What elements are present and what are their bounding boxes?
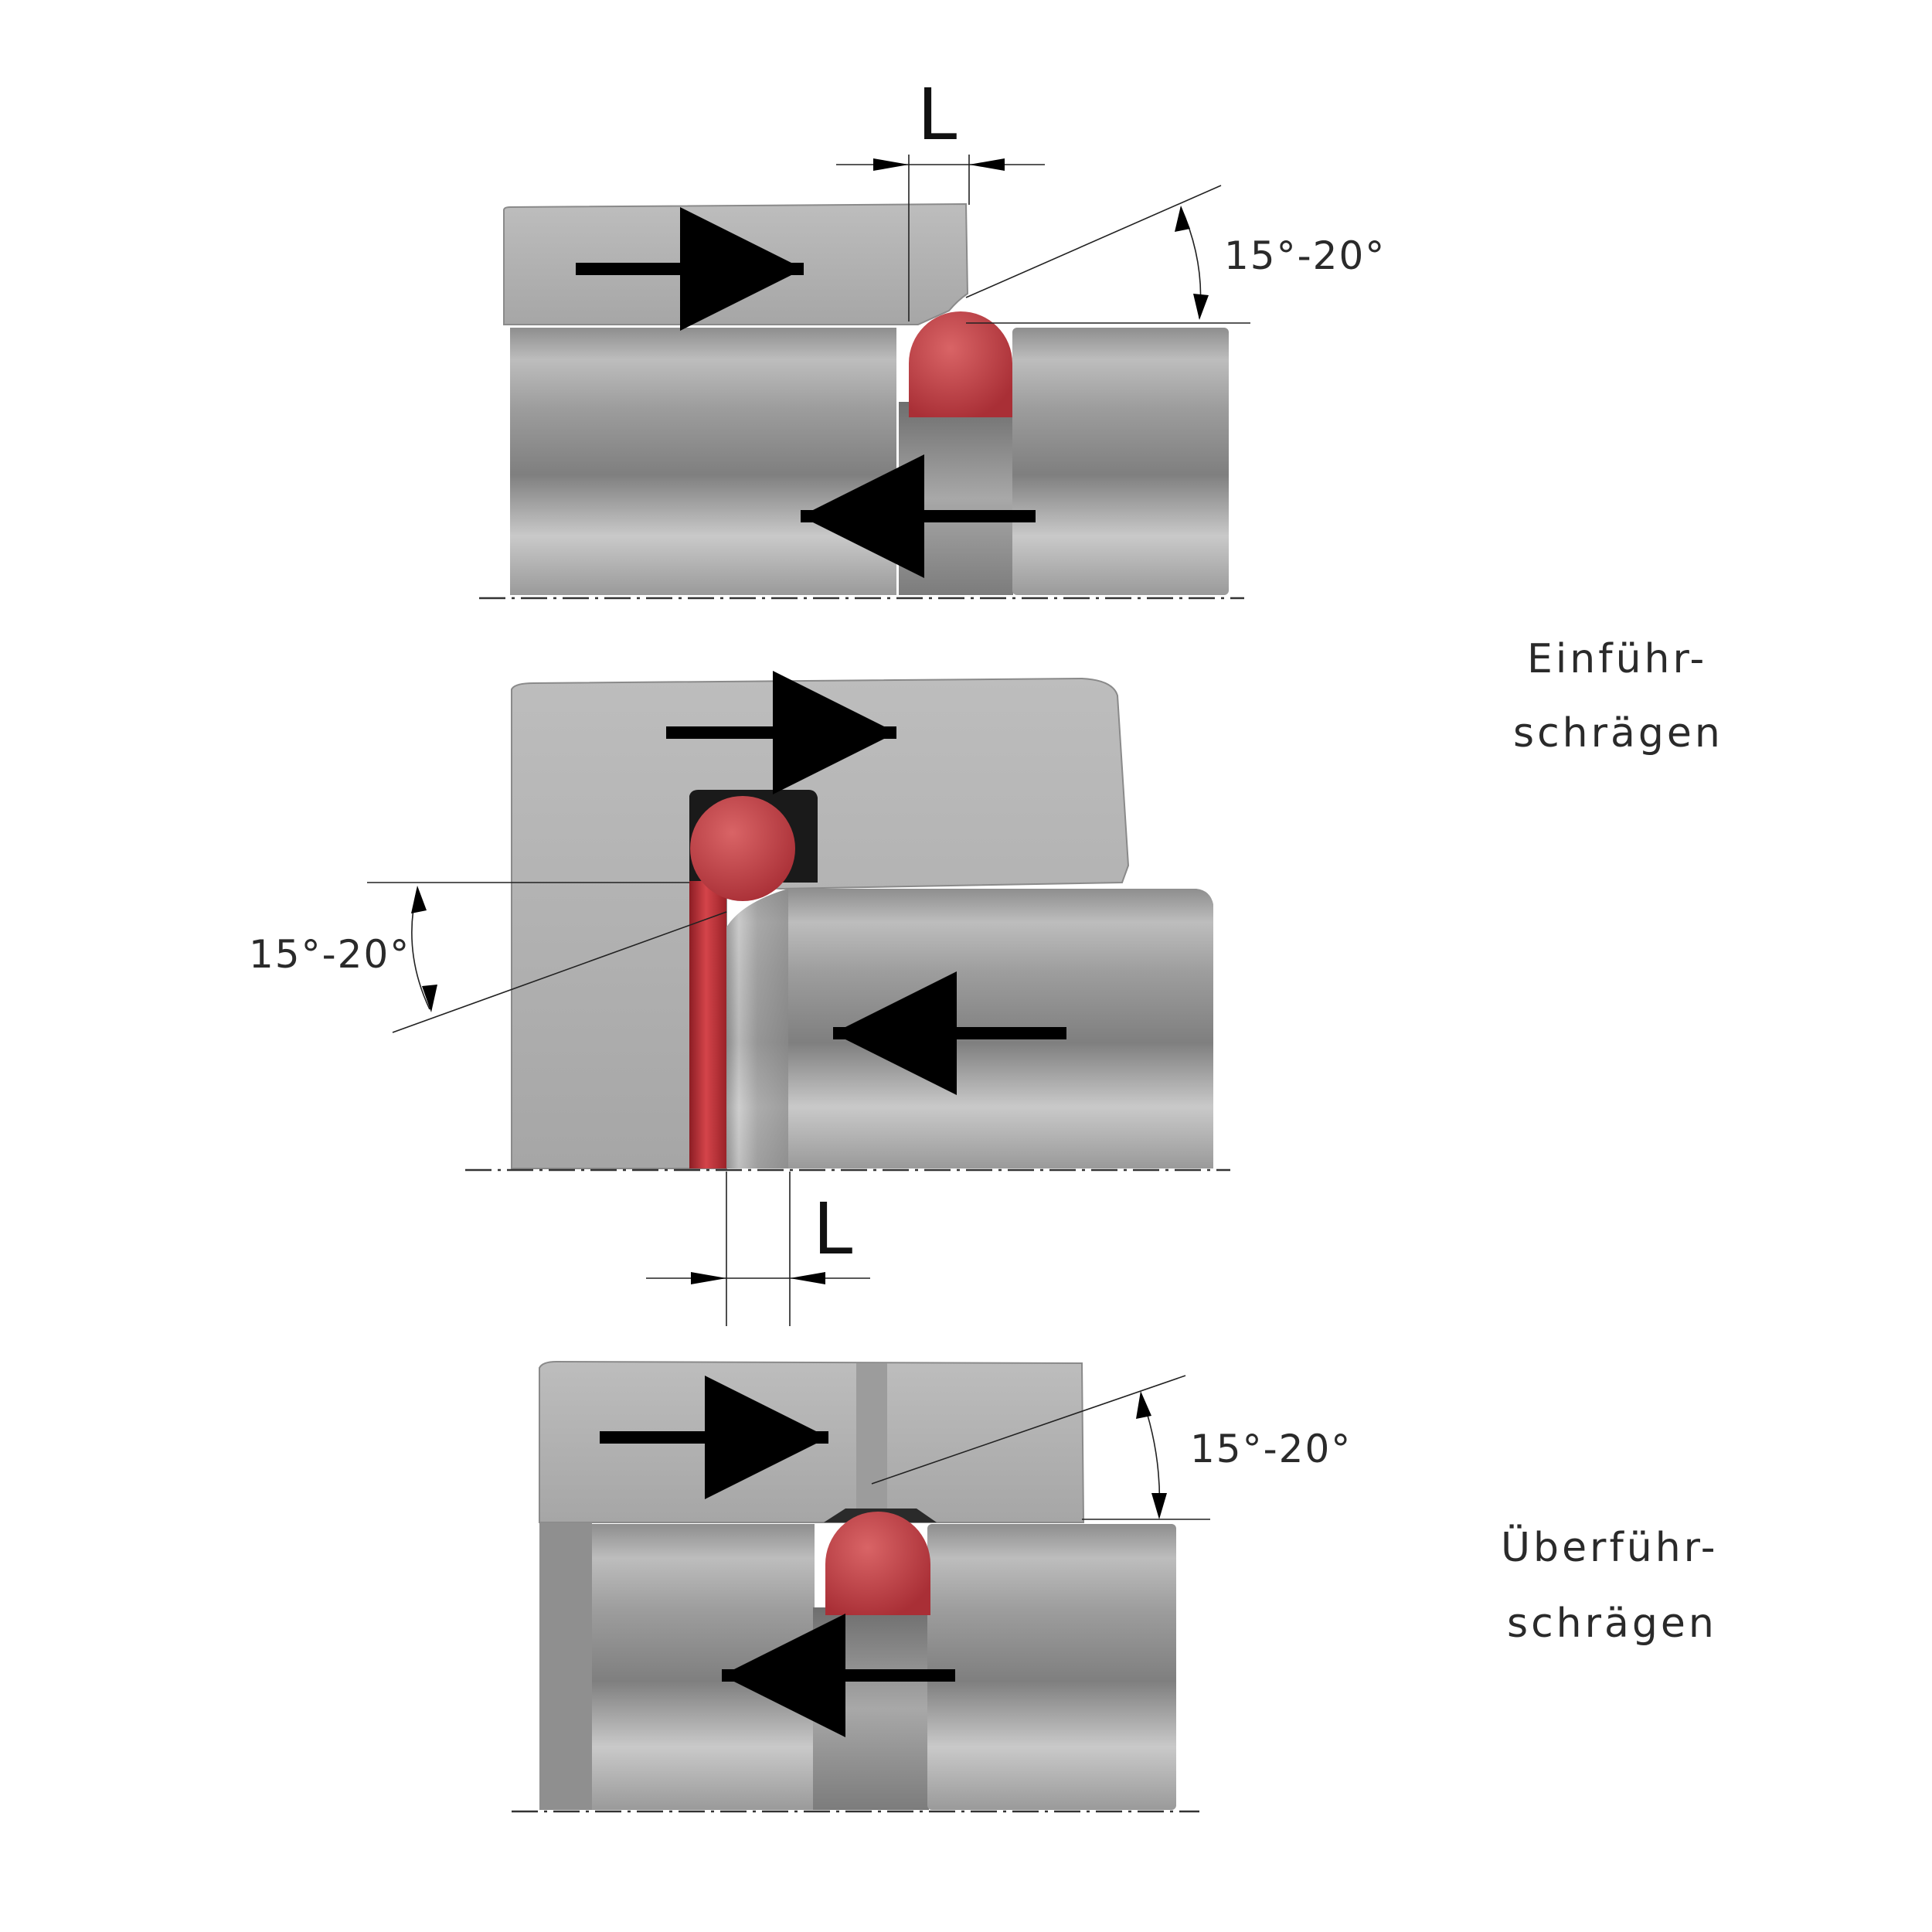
bottom-shaft-right bbox=[927, 1524, 1176, 1810]
middle-oring bbox=[690, 796, 795, 901]
middle-length-label: L bbox=[813, 1188, 852, 1270]
bottom-housing-lower bbox=[539, 1522, 592, 1810]
insertion-bevel-label-line2: schrägen bbox=[1513, 710, 1723, 757]
middle-L-arrow-right bbox=[790, 1272, 825, 1284]
bottom-assembly: 15°-20° bbox=[512, 1360, 1352, 1813]
top-L-arrow-right bbox=[969, 158, 1005, 171]
transfer-bevel-label-line2: schrägen bbox=[1507, 1600, 1717, 1647]
bottom-housing-bore bbox=[856, 1363, 887, 1522]
top-oring bbox=[909, 311, 1012, 417]
top-L-arrow-left bbox=[873, 158, 909, 171]
top-length-label: L bbox=[917, 73, 957, 156]
bottom-shaft-left bbox=[592, 1524, 815, 1810]
middle-angle-label: 15°-20° bbox=[249, 932, 410, 977]
middle-oring-strip bbox=[689, 881, 726, 1168]
top-shaft-left bbox=[510, 328, 896, 595]
bottom-oring bbox=[825, 1512, 930, 1615]
top-assembly: L 15°-20° bbox=[479, 73, 1386, 600]
top-shaft-right bbox=[1012, 328, 1229, 595]
bottom-groove bbox=[813, 1607, 929, 1810]
middle-L-arrow-left bbox=[691, 1272, 726, 1284]
top-angle-label: 15°-20° bbox=[1224, 233, 1386, 278]
bottom-angle-label: 15°-20° bbox=[1190, 1427, 1352, 1471]
middle-housing bbox=[511, 677, 1130, 1169]
insertion-bevel-label-line1: Einführ- bbox=[1527, 636, 1707, 682]
middle-assembly: 15°-20° L bbox=[249, 671, 1230, 1326]
top-groove bbox=[899, 402, 1013, 595]
transfer-bevel-label-line1: Überführ- bbox=[1501, 1524, 1718, 1571]
